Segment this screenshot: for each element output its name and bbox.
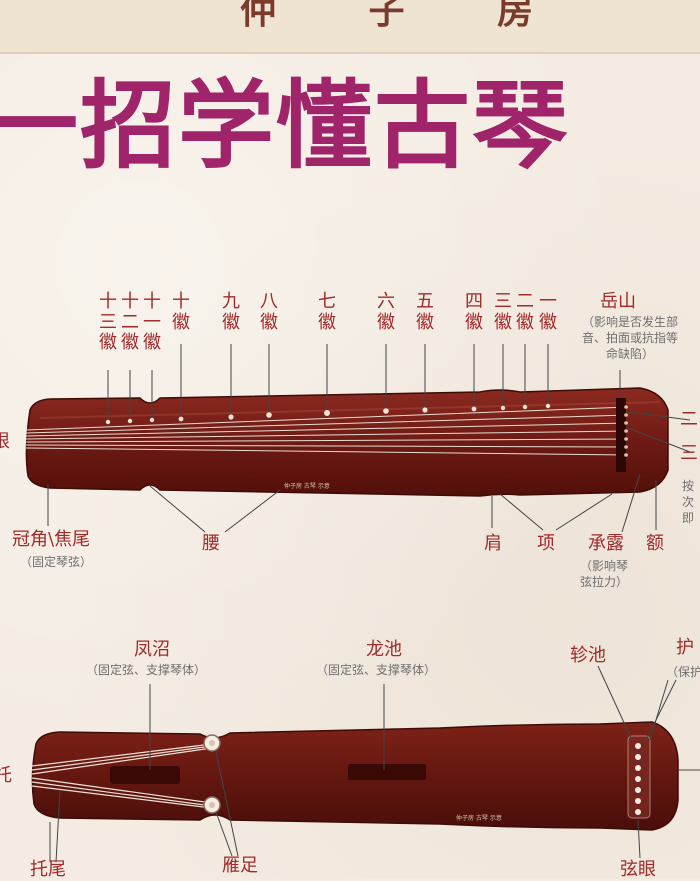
tuo-label: 托 xyxy=(0,765,12,786)
string-3-label: 三 xyxy=(680,443,698,464)
hui-13-label: 十三徽 xyxy=(99,291,117,354)
yueshan-note: （影响是否发生部 音、拍面或抗指等 命缺陷） xyxy=(582,315,679,362)
string-2-label: 二 xyxy=(680,409,698,430)
longchi-label: 龙池 xyxy=(366,639,402,660)
hui-11-label: 十一徽 xyxy=(143,291,161,354)
svg-text:仲子房 古琴 示意: 仲子房 古琴 示意 xyxy=(456,814,502,822)
guanjiao-note: （固定琴弦） xyxy=(20,555,93,569)
e-label: 额 xyxy=(646,533,664,554)
xiang-label: 项 xyxy=(537,533,555,554)
tuowei-label: 托尾 xyxy=(30,859,66,880)
header-text: 仲 子 房 xyxy=(240,0,574,32)
hui-3-label: 三徽 xyxy=(494,291,512,333)
hui-4-label: 四徽 xyxy=(465,291,483,333)
strings-top xyxy=(25,406,629,456)
longchi-note: （固定弦、支撑琴体） xyxy=(316,663,437,677)
fengzhao-note: （固定弦、支撑琴体） xyxy=(86,663,207,677)
svg-text:仲子房 古琴 示意: 仲子房 古琴 示意 xyxy=(284,482,330,490)
tuning-pegs xyxy=(635,743,641,815)
right-note: 按 次 即 xyxy=(682,479,695,526)
yueshan-bridge xyxy=(616,398,626,472)
hui-2-label: 二徽 xyxy=(516,291,534,333)
fengzhao-slot xyxy=(110,766,180,784)
hui-8-label: 八徽 xyxy=(260,291,278,333)
chenglu-note: （影响琴 弦拉力） xyxy=(580,559,629,590)
xianyan-label: 弦眼 xyxy=(620,859,656,880)
yanzu-label: 雁足 xyxy=(222,855,258,876)
hui-7-label: 七徽 xyxy=(318,291,336,333)
page-title: 一招学懂古琴 xyxy=(0,70,570,182)
hui-1-label: 一徽 xyxy=(539,291,557,333)
gen-label: 根 xyxy=(0,431,10,452)
chenglu-label: 承露 xyxy=(588,533,624,554)
hui-6-label: 六徽 xyxy=(377,291,395,333)
hui-10-label: 十徽 xyxy=(172,291,190,333)
top-band: 仲 子 房 xyxy=(0,0,700,54)
jian-label: 肩 xyxy=(484,533,502,554)
longchi-slot xyxy=(348,764,426,780)
hu-note: （保护 xyxy=(666,665,700,679)
hui-5-label: 五徽 xyxy=(416,291,434,333)
yao-label: 腰 xyxy=(202,533,220,554)
hu-label: 护 xyxy=(676,637,694,658)
fengzhao-label: 凤沼 xyxy=(134,639,170,660)
hui-12-label: 十二徽 xyxy=(121,291,139,354)
hui-markers xyxy=(105,403,551,425)
zhenchi-label: 轸池 xyxy=(570,645,606,666)
guanjiao-label: 冠角\焦尾 xyxy=(12,529,91,550)
yueshan-label: 岳山 xyxy=(600,291,636,312)
hui-9-label: 九徽 xyxy=(222,291,240,333)
